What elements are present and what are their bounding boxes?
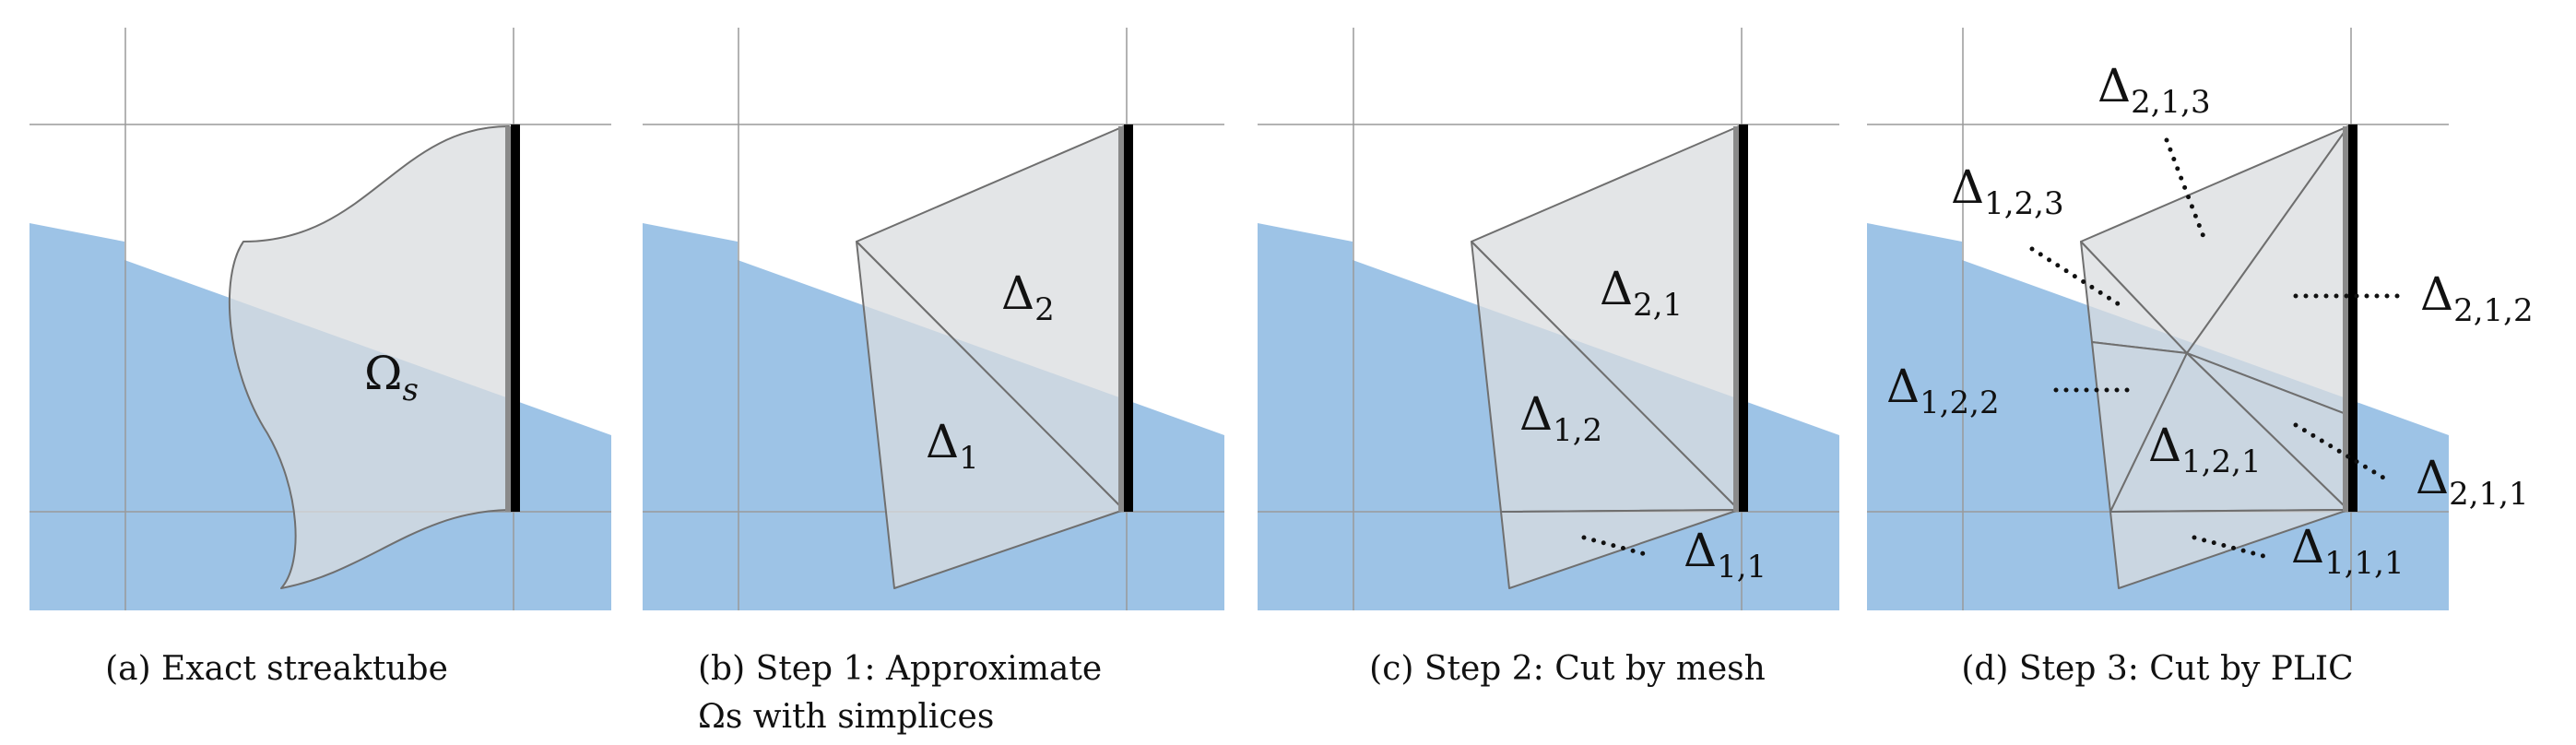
label-base: Δ <box>2420 267 2453 321</box>
label-subscript: 1,2,3 <box>1984 185 2064 222</box>
panel-a: Ωs (a) Exact streaktube <box>30 28 611 688</box>
caption-c: (c) Step 2: Cut by mesh <box>1369 650 1766 688</box>
caption-line: (d) Step 3: Cut by PLIC <box>1961 650 2353 688</box>
label-subscript: 1,1 <box>1717 549 1767 585</box>
label-base: Δ <box>2097 59 2131 112</box>
region-label: Ωs <box>364 347 419 408</box>
label-base: Δ <box>926 415 959 468</box>
wall-shade <box>505 126 511 512</box>
leader-dots <box>2293 422 2391 483</box>
wall-shade <box>1733 126 1739 512</box>
simplex-label: Δ1,1 <box>1684 524 1767 585</box>
label-subscript: 2,1,1 <box>2449 476 2529 513</box>
simplex-label: Δ2,1,2 <box>2420 267 2534 329</box>
simplex-delta-1 <box>856 241 1125 589</box>
wall <box>1739 124 1748 512</box>
wall <box>2348 124 2357 512</box>
label-base: Δ <box>2291 520 2324 574</box>
label-base: Δ <box>1951 160 1984 214</box>
label-subscript: 1,1,1 <box>2324 545 2405 582</box>
caption-d: (d) Step 3: Cut by PLIC <box>1961 650 2353 688</box>
panel-c: Δ2,1 Δ1,2 Δ1,1 (c) Step 2: Cut by mesh <box>1258 28 1839 688</box>
caption-line: (c) Step 2: Cut by mesh <box>1369 650 1766 688</box>
panel-d: Δ2,1,3 Δ1,2,3 Δ2,1,2 Δ1,2,2 Δ1,2,1 Δ2,1,… <box>1867 28 2534 688</box>
wall-shade <box>2343 126 2348 512</box>
label-subscript: 1,2,2 <box>1920 384 2000 421</box>
simplex-label: Δ1,2,1 <box>2148 419 2262 480</box>
panel-b: Δ2 Δ1 (b) Step 1: Approximate Ωs with si… <box>643 28 1224 736</box>
caption-a: (a) Exact streaktube <box>105 650 448 688</box>
caption-line: (a) Exact streaktube <box>105 650 448 688</box>
label-subscript: 2 <box>1034 291 1055 328</box>
label-base: Δ <box>1684 524 1717 577</box>
leader-dots <box>2164 137 2208 244</box>
simplex-label: Δ2 <box>1001 266 1055 328</box>
simplex-label: Δ1,2,3 <box>1951 160 2064 222</box>
label-base: Δ <box>1519 387 1553 441</box>
caption-line: Ωs with simplices <box>698 698 994 736</box>
label-subscript: s <box>402 372 418 408</box>
leader-dots <box>2192 535 2266 559</box>
label-subscript: 1 <box>959 440 979 477</box>
label-base: Ω <box>364 347 402 400</box>
label-subscript: 1,2 <box>1553 412 1602 449</box>
wall-shade <box>1118 126 1124 512</box>
label-base: Δ <box>2416 451 2449 504</box>
label-base: Δ <box>1001 266 1034 320</box>
label-base: Δ <box>2148 419 2181 472</box>
streaktube-region <box>228 125 510 589</box>
simplex-label: Δ1,2,2 <box>1886 360 2000 421</box>
simplex-label: Δ2,1,1 <box>2416 451 2529 513</box>
leader-dots <box>1581 535 1655 559</box>
leader-dots <box>2029 246 2121 307</box>
label-subscript: 1,2,1 <box>2181 443 2262 480</box>
label-base: Δ <box>1886 360 1920 413</box>
label-subscript: 2,1,2 <box>2453 292 2534 329</box>
label-subscript: 2,1 <box>1633 287 1683 324</box>
simplex-label: Δ1,1,1 <box>2291 520 2405 582</box>
caption-b: (b) Step 1: Approximate Ωs with simplice… <box>698 650 1113 736</box>
label-subscript: 2,1,3 <box>2131 84 2211 121</box>
simplex-label: Δ1 <box>926 415 979 477</box>
caption-line: (b) Step 1: Approximate <box>698 650 1102 688</box>
simplex-label: Δ2,1,3 <box>2097 59 2211 121</box>
label-base: Δ <box>1600 262 1633 315</box>
wall <box>1124 124 1133 512</box>
simplex-label: Δ2,1 <box>1600 262 1683 324</box>
wall <box>511 124 520 512</box>
simplex-label: Δ1,2 <box>1519 387 1602 449</box>
